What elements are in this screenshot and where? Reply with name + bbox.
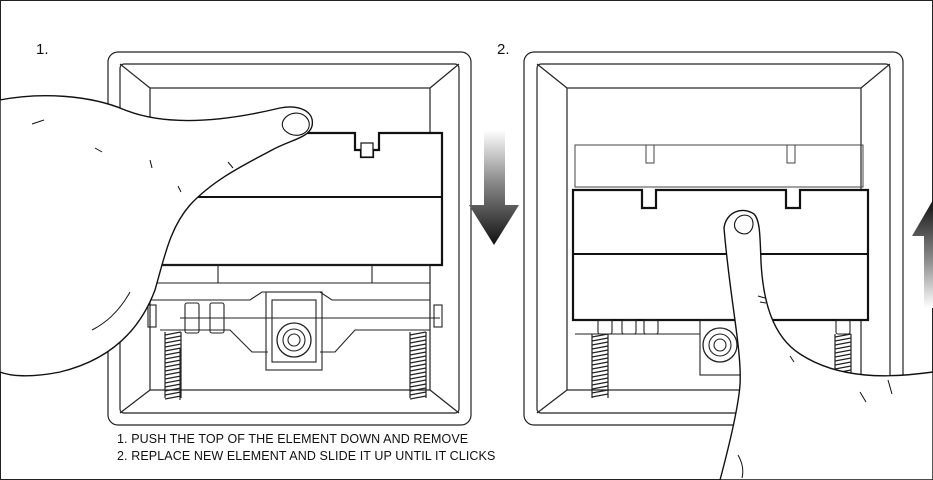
element-slot-outline bbox=[574, 144, 864, 188]
hand-2 bbox=[719, 209, 933, 480]
instruction-line-1: 1. PUSH THE TOP OF THE ELEMENT DOWN AND … bbox=[117, 432, 469, 446]
filter-element-2 bbox=[571, 188, 870, 322]
mechanism-1 bbox=[147, 264, 443, 400]
mechanism-2 bbox=[575, 319, 851, 376]
step-2-number: 2. bbox=[497, 41, 510, 58]
down-arrow-icon bbox=[469, 130, 519, 245]
instruction-line-2: 2. REPLACE NEW ELEMENT AND SLIDE IT UP U… bbox=[117, 449, 496, 463]
hand-1 bbox=[0, 95, 314, 377]
spring-left-2 bbox=[591, 333, 609, 398]
step-1-number: 1. bbox=[36, 41, 49, 58]
spring-left-1 bbox=[164, 331, 182, 400]
spring-right-1 bbox=[409, 331, 427, 400]
up-arrow-icon bbox=[912, 200, 933, 308]
